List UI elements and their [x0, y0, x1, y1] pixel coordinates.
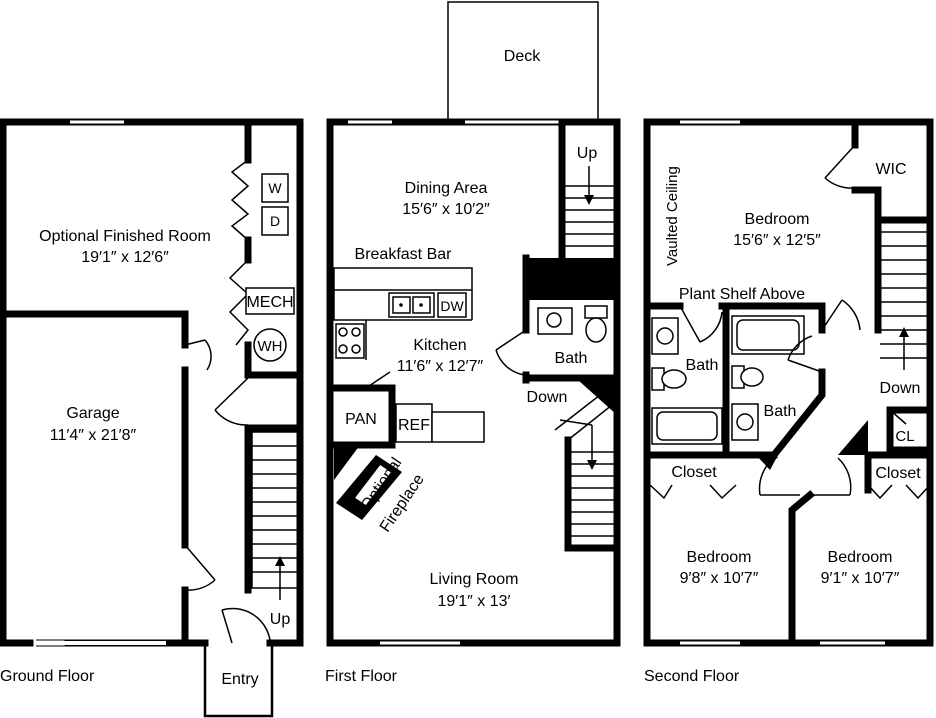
- optional-room-size: 19′1″ x 12′6″: [81, 249, 169, 266]
- ground-floor-label: Ground Floor: [0, 668, 95, 685]
- bedroom3-name: Bedroom: [828, 549, 893, 566]
- left-bath-tub: [651, 407, 723, 445]
- mech-unit: [245, 287, 295, 315]
- arrow-up-icon: [899, 327, 909, 337]
- water-heater-label: WH: [258, 338, 283, 355]
- dishwasher-label: DW: [440, 298, 464, 314]
- right-bath-toilet: [740, 367, 764, 387]
- pantry-label: PAN: [345, 411, 377, 428]
- breakfast-bar-label: Breakfast Bar: [355, 246, 453, 263]
- right-closet-label: Closet: [875, 465, 921, 482]
- left-bath-label: Bath: [686, 357, 719, 374]
- washer-label: W: [268, 180, 282, 196]
- wic-wall: [851, 186, 934, 224]
- first-floor-label: First Floor: [325, 668, 398, 685]
- dishwasher: [437, 292, 467, 318]
- washer: [261, 173, 289, 203]
- ground-exterior-wall: [0, 118, 304, 647]
- second-stairs-down-label: Down: [880, 380, 921, 397]
- optional-room-name: Optional Finished Room: [39, 228, 211, 245]
- entry-label: Entry: [221, 671, 258, 688]
- entry-porch: [203, 643, 274, 718]
- bath-toilet-tank: [584, 305, 608, 319]
- right-bath-sink: [731, 403, 759, 441]
- left-bath-sink: [651, 317, 679, 355]
- arrow-down-icon: [584, 195, 594, 205]
- arrow-down-icon: [587, 460, 597, 470]
- master-bedroom-name: Bedroom: [745, 211, 810, 228]
- second-floor-plan: WIC Down CL Plant Shelf Above: [643, 118, 934, 685]
- second-floor-label: Second Floor: [644, 668, 740, 685]
- wic-label: WIC: [875, 161, 906, 178]
- bath-door-swing: [495, 349, 525, 376]
- entry-door-swing: [221, 607, 271, 641]
- first-bath-label: Bath: [555, 350, 588, 367]
- bath-sink: [537, 307, 573, 335]
- breakfast-bar: [333, 267, 473, 291]
- garage-name: Garage: [66, 405, 119, 422]
- bath-block-wall: [526, 258, 617, 300]
- dining-size: 15′6″ x 10′2″: [402, 201, 490, 218]
- wic-door-swing: [824, 177, 856, 189]
- first-stairs-up: [562, 166, 614, 247]
- mech-label: MECH: [246, 294, 293, 311]
- bath-toilet: [585, 317, 607, 343]
- right-bath-label: Bath: [764, 403, 797, 420]
- left-bath-toilet: [661, 369, 687, 389]
- plant-shelf-label: Plant Shelf Above: [679, 286, 805, 303]
- kitchen-name: Kitchen: [413, 337, 466, 354]
- left-closet-label: Closet: [671, 464, 717, 481]
- arrow-up-icon: [275, 556, 285, 566]
- living-room-name: Living Room: [430, 571, 519, 588]
- kitchen-counter: [431, 411, 485, 443]
- garage-size: 11′4″ x 21′8″: [50, 427, 137, 444]
- ground-stairs-up-label: Up: [270, 611, 291, 628]
- bedroom-divider-wall: [788, 490, 815, 647]
- right-bath-tub: [731, 315, 805, 355]
- laundry-bifold-door: [230, 159, 250, 241]
- first-stairs-down: [554, 394, 621, 552]
- deck-label: Deck: [504, 48, 541, 65]
- linen-closet-wall: [886, 406, 934, 454]
- mech-bifold-door: [228, 259, 250, 346]
- pantry-wall: [330, 384, 396, 449]
- dining-name: Dining Area: [405, 180, 488, 197]
- vaulted-ceiling-label: Vaulted Ceiling: [664, 166, 681, 266]
- water-heater: [253, 328, 287, 362]
- second-stairs-down: [880, 231, 928, 370]
- linen-closet-label: CL: [895, 428, 914, 445]
- bedroom2-name: Bedroom: [687, 549, 752, 566]
- bedroom3-size: 9′1″ x 10′7″: [821, 570, 900, 587]
- bedroom2-size: 9′8″ x 10′7″: [680, 570, 759, 587]
- living-room-size: 19′1″ x 13′: [437, 593, 510, 610]
- first-stairs-down-label: Down: [527, 389, 568, 406]
- first-stairs-up-label: Up: [577, 145, 598, 162]
- ground-stairs: [251, 431, 299, 600]
- ground-floor-plan: W D MECH WH Up Entry Opti: [0, 118, 304, 718]
- first-floor-plan: Deck Up: [325, 1, 621, 685]
- kitchen-size: 11′6″ x 12′7″: [397, 358, 484, 375]
- dryer-label: D: [270, 213, 280, 229]
- refrigerator-label: REF: [398, 417, 430, 434]
- dryer: [261, 206, 289, 236]
- master-bedroom-size: 15′6″ x 12′5″: [733, 232, 821, 249]
